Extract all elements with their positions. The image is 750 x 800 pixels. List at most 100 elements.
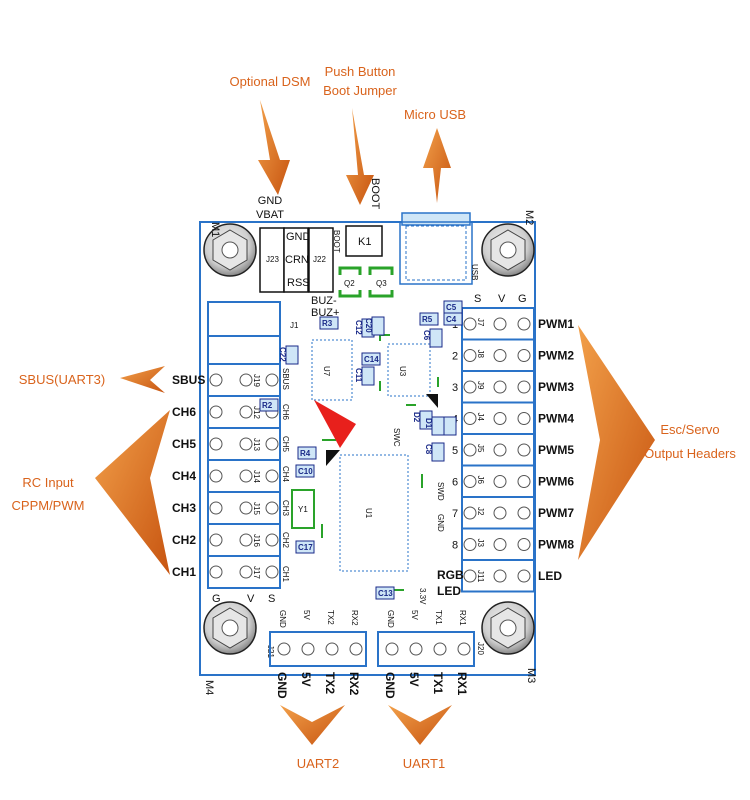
left-s-label: S <box>268 593 275 605</box>
buzzer-id: J22 <box>313 255 326 264</box>
boot-button[interactable]: K1 <box>345 225 383 257</box>
header-pin[interactable] <box>209 533 223 547</box>
header-pin[interactable] <box>517 349 531 362</box>
header-pin[interactable] <box>239 469 253 483</box>
uart-pin-label-top: RX1 <box>458 610 467 626</box>
component-pad <box>361 366 375 386</box>
component-label: CH3 <box>281 500 290 517</box>
header-pin[interactable] <box>493 349 507 362</box>
header-pin[interactable] <box>517 317 531 331</box>
header-pin[interactable] <box>463 506 477 520</box>
label-vbat: VBAT <box>256 209 284 221</box>
header-pin[interactable] <box>493 475 507 488</box>
header-pin[interactable] <box>265 469 279 483</box>
header-pin[interactable] <box>493 317 507 331</box>
component-label: C11 <box>354 368 363 383</box>
header-pin[interactable] <box>493 443 507 457</box>
right-row-label: PWM7 <box>538 506 574 520</box>
header-pin[interactable] <box>239 437 253 451</box>
right-row-label: PWM6 <box>538 475 574 489</box>
component-label: J1 <box>290 321 299 330</box>
header-pin[interactable] <box>239 565 253 579</box>
header-pin[interactable] <box>463 569 477 583</box>
boot-button-id: K1 <box>358 236 371 248</box>
header-pin[interactable] <box>463 443 477 457</box>
header-pin[interactable] <box>493 380 507 394</box>
callout-push-button: Push Button <box>325 64 396 79</box>
chip-u3: U3 <box>379 334 439 406</box>
header-pin[interactable] <box>517 475 531 488</box>
header-pin[interactable] <box>265 373 279 387</box>
right-jack-id: J2 <box>476 507 485 516</box>
left-row-label: SBUS <box>172 373 205 387</box>
uart-pin[interactable] <box>409 642 423 656</box>
header-pin[interactable] <box>209 405 223 419</box>
chip-u1: U1 <box>321 439 423 591</box>
header-pin[interactable] <box>493 412 507 425</box>
header-pin[interactable] <box>209 501 223 515</box>
header-pin[interactable] <box>463 317 477 331</box>
component-pad <box>297 446 317 460</box>
header-pin[interactable] <box>209 565 223 579</box>
left-row-box <box>207 555 281 589</box>
voltage-3v3-label: 3.3V <box>418 588 427 605</box>
callout-boot-jumper: Boot Jumper <box>323 83 397 98</box>
mount-m2: M2 <box>481 210 535 277</box>
left-row-label: CH1 <box>172 565 196 579</box>
uart-pin[interactable] <box>301 642 315 656</box>
header-pin[interactable] <box>493 569 507 583</box>
header-pin[interactable] <box>209 437 223 451</box>
uart-pin[interactable] <box>457 642 471 656</box>
crnt-label: CRNT <box>285 254 316 266</box>
component-label: C22 <box>278 347 287 362</box>
component-label: C17 <box>298 543 313 552</box>
header-pin[interactable] <box>209 469 223 483</box>
header-pin[interactable] <box>463 538 477 551</box>
header-pin[interactable] <box>463 349 477 362</box>
uart-pin[interactable] <box>277 642 291 656</box>
uart-pin-label-bottom: TX2 <box>323 672 337 694</box>
q2-label: Q2 <box>344 279 355 288</box>
component-pad <box>375 586 395 600</box>
micro-usb-port[interactable]: USB <box>399 212 479 285</box>
component-pad <box>443 312 463 326</box>
header-pin[interactable] <box>463 380 477 394</box>
header-pin[interactable] <box>239 405 253 419</box>
header-pin[interactable] <box>463 475 477 488</box>
header-pin[interactable] <box>517 538 531 551</box>
uart-pin[interactable] <box>349 642 363 656</box>
header-pin[interactable] <box>239 501 253 515</box>
header-pin[interactable] <box>517 443 531 457</box>
callout-output-headers: Output Headers <box>644 446 736 461</box>
u1-label: U1 <box>364 508 373 519</box>
header-pin[interactable] <box>493 538 507 551</box>
header-pin[interactable] <box>265 533 279 547</box>
component-pad <box>295 464 315 478</box>
uart-pin[interactable] <box>325 642 339 656</box>
right-jack-id: J4 <box>476 413 485 422</box>
right-row-label: LED <box>538 569 562 583</box>
left-jack-id: J14 <box>252 470 261 483</box>
header-pin[interactable] <box>517 380 531 394</box>
header-pin[interactable] <box>493 506 507 520</box>
component-label: CH1 <box>281 566 290 583</box>
usb-label: USB <box>470 264 479 280</box>
header-pin[interactable] <box>265 565 279 579</box>
right-row-label: PWM8 <box>538 538 574 552</box>
left-jack-id: J19 <box>252 374 261 387</box>
uart-pin[interactable] <box>385 642 399 656</box>
header-pin[interactable] <box>265 437 279 451</box>
mount-label-m3: M3 <box>525 668 537 683</box>
header-pin[interactable] <box>463 412 477 425</box>
header-pin[interactable] <box>239 533 253 547</box>
header-pin[interactable] <box>265 501 279 515</box>
dsm-connector-id: J23 <box>266 255 279 264</box>
uart-pin-label-bottom: TX1 <box>431 672 445 694</box>
header-pin[interactable] <box>239 373 253 387</box>
uart-pin[interactable] <box>433 642 447 656</box>
header-pin[interactable] <box>517 412 531 425</box>
header-pin[interactable] <box>517 506 531 520</box>
header-pin[interactable] <box>209 373 223 387</box>
component-label: C13 <box>378 589 393 598</box>
header-pin[interactable] <box>517 569 531 583</box>
